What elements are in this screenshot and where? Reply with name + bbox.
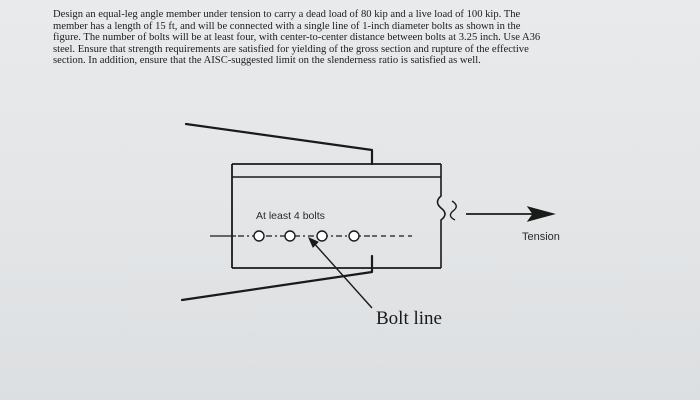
break-squiggle xyxy=(449,200,457,221)
gusset-plate-bottom-edge xyxy=(180,254,374,302)
bolts-count-label: At least 4 bolts xyxy=(256,210,325,222)
problem-statement: Design an equal-leg angle member under t… xyxy=(53,9,653,67)
problem-line-2: member has a length of 15 ft, and will b… xyxy=(53,20,521,32)
bolt-4 xyxy=(348,230,360,242)
bolt-line-label: Bolt line xyxy=(376,308,442,329)
member-break-symbol xyxy=(436,164,446,268)
bolt-1 xyxy=(253,230,265,242)
problem-line-1: Design an equal-leg angle member under t… xyxy=(53,9,521,20)
tension-arrow-head xyxy=(526,206,556,222)
tension-label: Tension xyxy=(522,231,560,243)
bolt-3 xyxy=(316,230,328,242)
problem-line-3: figure. The number of bolts will be at l… xyxy=(53,32,541,44)
gusset-plate-top-edge xyxy=(184,122,374,166)
bolt-2 xyxy=(284,230,296,242)
bolt-line-leader xyxy=(311,240,373,309)
problem-line-5: section. In addition, ensure that the AI… xyxy=(53,55,481,67)
problem-line-4: steel. Ensure that strength requirements… xyxy=(53,43,529,55)
bolt-line-leader-arrowhead xyxy=(308,237,319,248)
